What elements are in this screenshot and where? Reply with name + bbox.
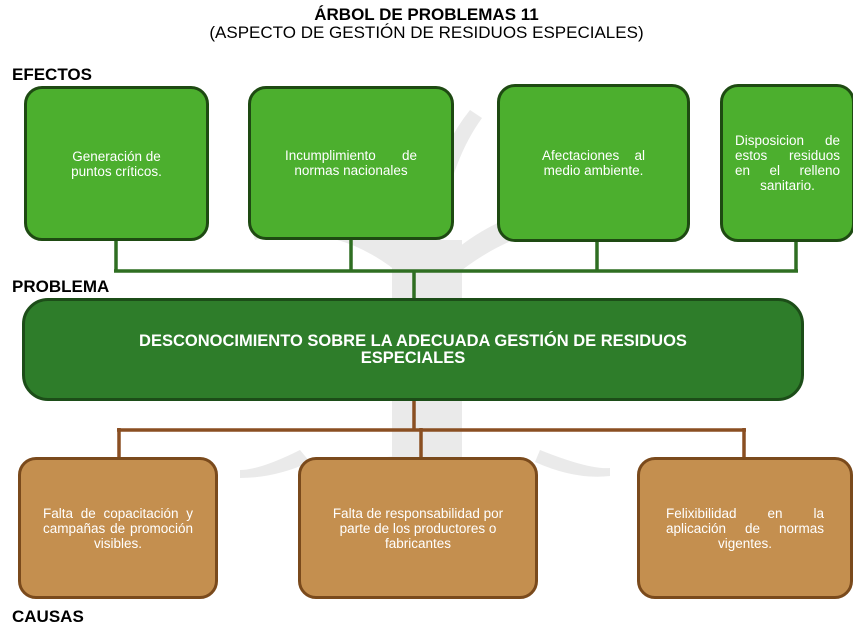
effect-text: Afectaciones al medio ambiente.: [542, 148, 645, 178]
problem-text: DESCONOCIMIENTO SOBRE LA ADECUADA GESTIÓ…: [139, 331, 687, 367]
cause-box: Falta de copacitación y campañas de prom…: [18, 457, 218, 599]
effect-connectors: [114, 238, 798, 300]
page-subtitle: (ASPECTO DE GESTIÓN DE RESIDUOS ESPECIAL…: [209, 23, 644, 42]
effect-text: Generación de puntos críticos.: [71, 148, 162, 179]
cause-text: Felixibilidad en la aplicación de normas…: [666, 505, 824, 551]
effect-box: Generación de puntos críticos.: [24, 86, 209, 241]
effect-box: Incumplimiento de normas nacionales: [248, 86, 454, 240]
effect-box: Afectaciones al medio ambiente.: [497, 84, 690, 242]
cause-box: Felixibilidad en la aplicación de normas…: [637, 457, 853, 599]
effect-text: Incumplimiento de normas nacionales: [285, 148, 417, 178]
cause-text: Falta de copacitación y campañas de prom…: [43, 505, 193, 551]
page-title: ÁRBOL DE PROBLEMAS 11: [314, 5, 539, 24]
cause-connectors: [117, 400, 746, 458]
effect-box: Disposicion de estos residuos en el rell…: [720, 84, 853, 242]
cause-text: Falta de responsabilidad por parte de lo…: [332, 505, 504, 551]
causes-label: CAUSAS: [12, 607, 84, 626]
effects-label: EFECTOS: [12, 65, 92, 84]
problem-box: DESCONOCIMIENTO SOBRE LA ADECUADA GESTIÓ…: [22, 298, 804, 401]
effect-text: Disposicion de estos residuos en el rell…: [735, 133, 840, 193]
problem-label: PROBLEMA: [12, 277, 110, 296]
cause-box: Falta de responsabilidad por parte de lo…: [298, 457, 538, 599]
